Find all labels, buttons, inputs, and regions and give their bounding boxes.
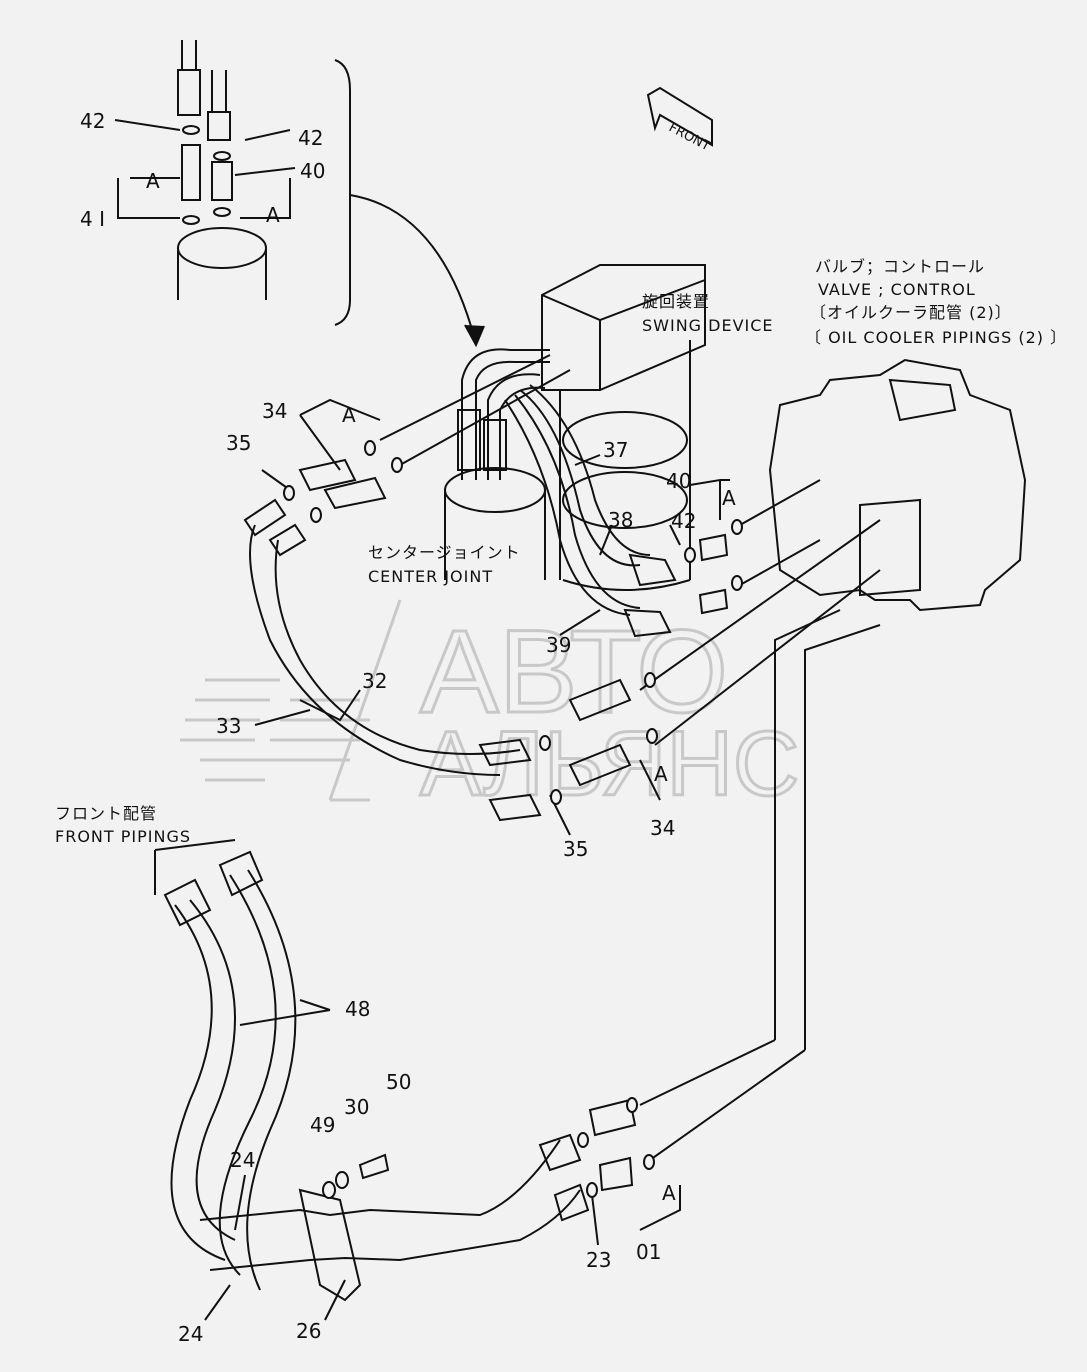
part-38: 38: [608, 508, 633, 532]
part-39: 39: [546, 633, 571, 657]
part-30: 30: [344, 1095, 369, 1119]
valve-control-en: VALVE ; CONTROL: [818, 280, 976, 299]
part-33: 33: [216, 714, 241, 738]
oil-cooler-jp: 〔オイルクーラ配管 (2)〕: [810, 303, 1012, 322]
part-41: 4 I: [80, 207, 105, 231]
watermark: АВТО АЛЬЯНС: [180, 599, 801, 817]
o-rings: [283, 440, 743, 1199]
center-joint-en: CENTER JOINT: [368, 567, 493, 586]
part-a-3: A: [342, 403, 356, 427]
front-pipings-jp: フロント配管: [55, 804, 157, 823]
front-label: FRONT: [666, 120, 712, 154]
part-23: 23: [586, 1248, 611, 1272]
part-26: 26: [296, 1319, 321, 1343]
part-a-5: A: [654, 762, 668, 786]
part-34-a: 34: [262, 399, 287, 423]
part-a-1: A: [146, 169, 160, 193]
part-34-b: 34: [650, 816, 675, 840]
swing-device-en: SWING DEVICE: [642, 316, 774, 335]
part-32: 32: [362, 669, 387, 693]
part-35-b: 35: [563, 837, 588, 861]
part-42-c: 42: [671, 509, 696, 533]
line-art: [114, 40, 1027, 1321]
part-24-b: 24: [178, 1322, 203, 1346]
part-42-b: 42: [298, 126, 323, 150]
oil-cooler-en: 〔 OIL COOLER PIPINGS (2) 〕: [805, 328, 1067, 347]
part-a-4: A: [722, 486, 736, 510]
part-a-2: A: [266, 203, 280, 227]
part-a-6: A: [662, 1181, 676, 1205]
labels: FRONT 旋回装置 SWING DEVICE バルブ；コントロール VALVE…: [55, 109, 1067, 1346]
part-48: 48: [345, 997, 370, 1021]
swing-device-jp: 旋回装置: [642, 292, 710, 311]
watermark-line2: АЛЬЯНС: [420, 713, 799, 815]
valve-control-jp: バルブ；コントロール: [815, 257, 985, 276]
part-01: 01: [636, 1240, 661, 1264]
part-40-b: 40: [666, 469, 691, 493]
front-pipings-en: FRONT PIPINGS: [55, 827, 191, 846]
part-40-a: 40: [300, 159, 325, 183]
part-50: 50: [386, 1070, 411, 1094]
part-35-a: 35: [226, 431, 251, 455]
part-42-a: 42: [80, 109, 105, 133]
part-24-a: 24: [230, 1148, 255, 1172]
inset-arrow: [349, 194, 476, 341]
part-49: 49: [310, 1113, 335, 1137]
center-joint-jp: センタージョイント: [368, 543, 521, 562]
inset-bracket: [334, 59, 351, 326]
part-37: 37: [603, 438, 628, 462]
